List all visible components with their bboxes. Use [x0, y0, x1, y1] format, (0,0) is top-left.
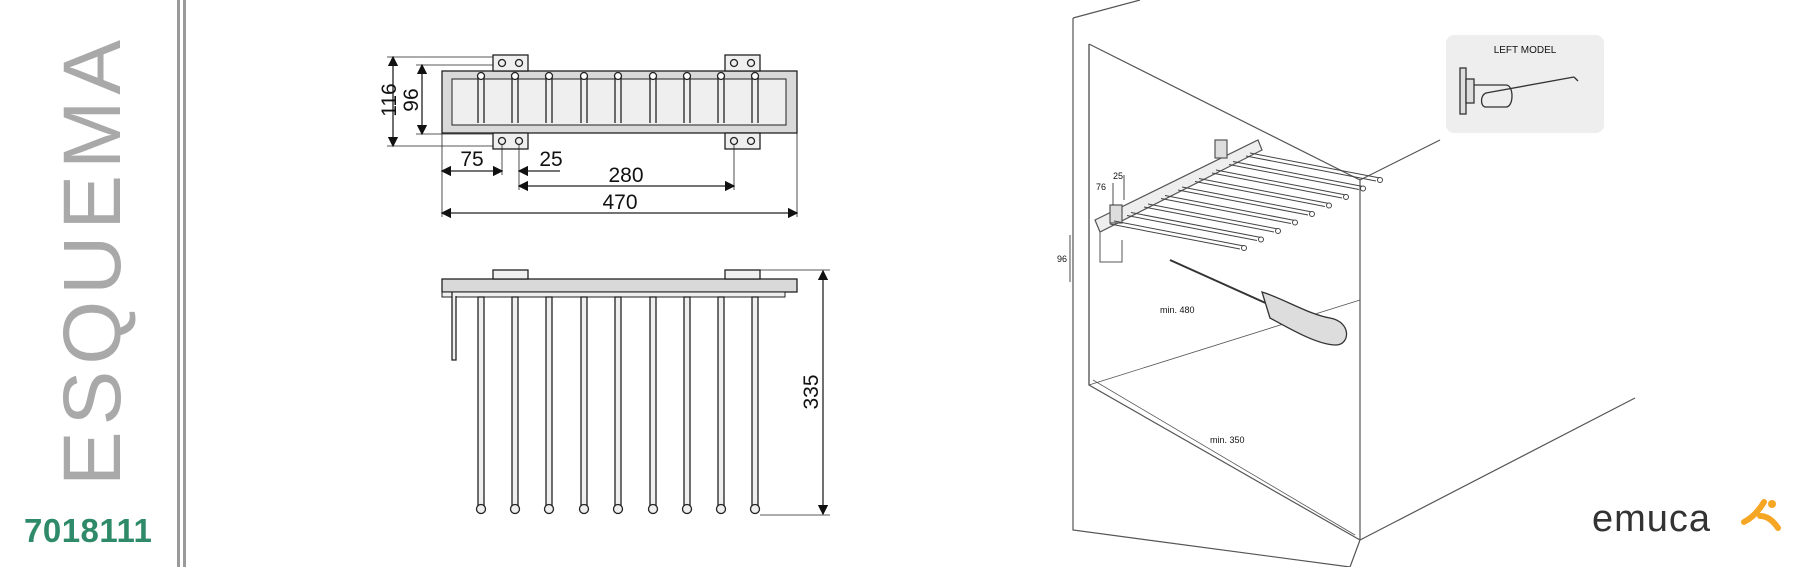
install-rod	[1245, 152, 1383, 183]
side-rod	[749, 296, 761, 515]
dim-470: 470	[602, 191, 637, 214]
divider-line-right	[183, 0, 186, 567]
dim-75: 75	[460, 148, 483, 171]
install-dim-25: 25	[1113, 171, 1123, 181]
side-rod	[578, 296, 590, 515]
side-rod	[475, 296, 487, 515]
install-min-480: min. 480	[1160, 305, 1195, 315]
divider-line-left	[177, 0, 180, 567]
top-rod	[510, 71, 520, 123]
top-rod	[476, 71, 486, 123]
left-model-icon	[1459, 67, 1579, 115]
side-view	[441, 269, 830, 516]
side-rod	[543, 296, 555, 515]
top-rod	[648, 71, 658, 123]
product-code: 7018111	[24, 512, 153, 549]
side-rod	[509, 296, 521, 515]
install-dim-96: 96	[1057, 254, 1067, 264]
side-rod	[681, 296, 693, 515]
installation-view	[1069, 0, 1636, 567]
install-min-350: min. 350	[1210, 435, 1245, 445]
side-rod	[647, 296, 659, 515]
dim-280: 280	[608, 164, 643, 187]
install-rod	[1194, 178, 1332, 209]
dim-116: 116	[378, 83, 401, 116]
install-rod	[1160, 195, 1298, 226]
inset-label: LEFT MODEL	[1493, 45, 1557, 56]
top-rod	[613, 71, 623, 123]
top-rod	[750, 71, 760, 123]
side-rod	[612, 296, 624, 515]
top-rod	[544, 71, 554, 123]
install-dim-76: 76	[1096, 182, 1106, 192]
top-rod	[716, 71, 726, 123]
brand-logo-icon	[1741, 499, 1781, 531]
brand-logo: emuca	[1592, 498, 1712, 540]
dim-25: 25	[539, 148, 562, 171]
screwdriver-handle	[1261, 291, 1348, 346]
install-rod	[1109, 220, 1247, 251]
install-rod	[1211, 169, 1349, 200]
dim-96: 96	[400, 88, 423, 111]
install-rod	[1143, 203, 1281, 234]
top-view-rods	[476, 71, 760, 123]
left-model-inset: LEFT MODEL	[1446, 35, 1604, 133]
cabinet-top-edge	[1072, 0, 1141, 19]
top-rod	[682, 71, 692, 123]
dim-335: 335	[800, 374, 823, 409]
install-rod	[1177, 186, 1315, 217]
install-rod	[1126, 212, 1264, 243]
side-view-rods	[475, 296, 761, 515]
install-rods	[1109, 152, 1383, 251]
side-view-bar	[441, 278, 798, 293]
top-rod	[579, 71, 589, 123]
top-view	[387, 54, 799, 219]
side-rod	[715, 296, 727, 515]
install-rod	[1228, 161, 1366, 192]
